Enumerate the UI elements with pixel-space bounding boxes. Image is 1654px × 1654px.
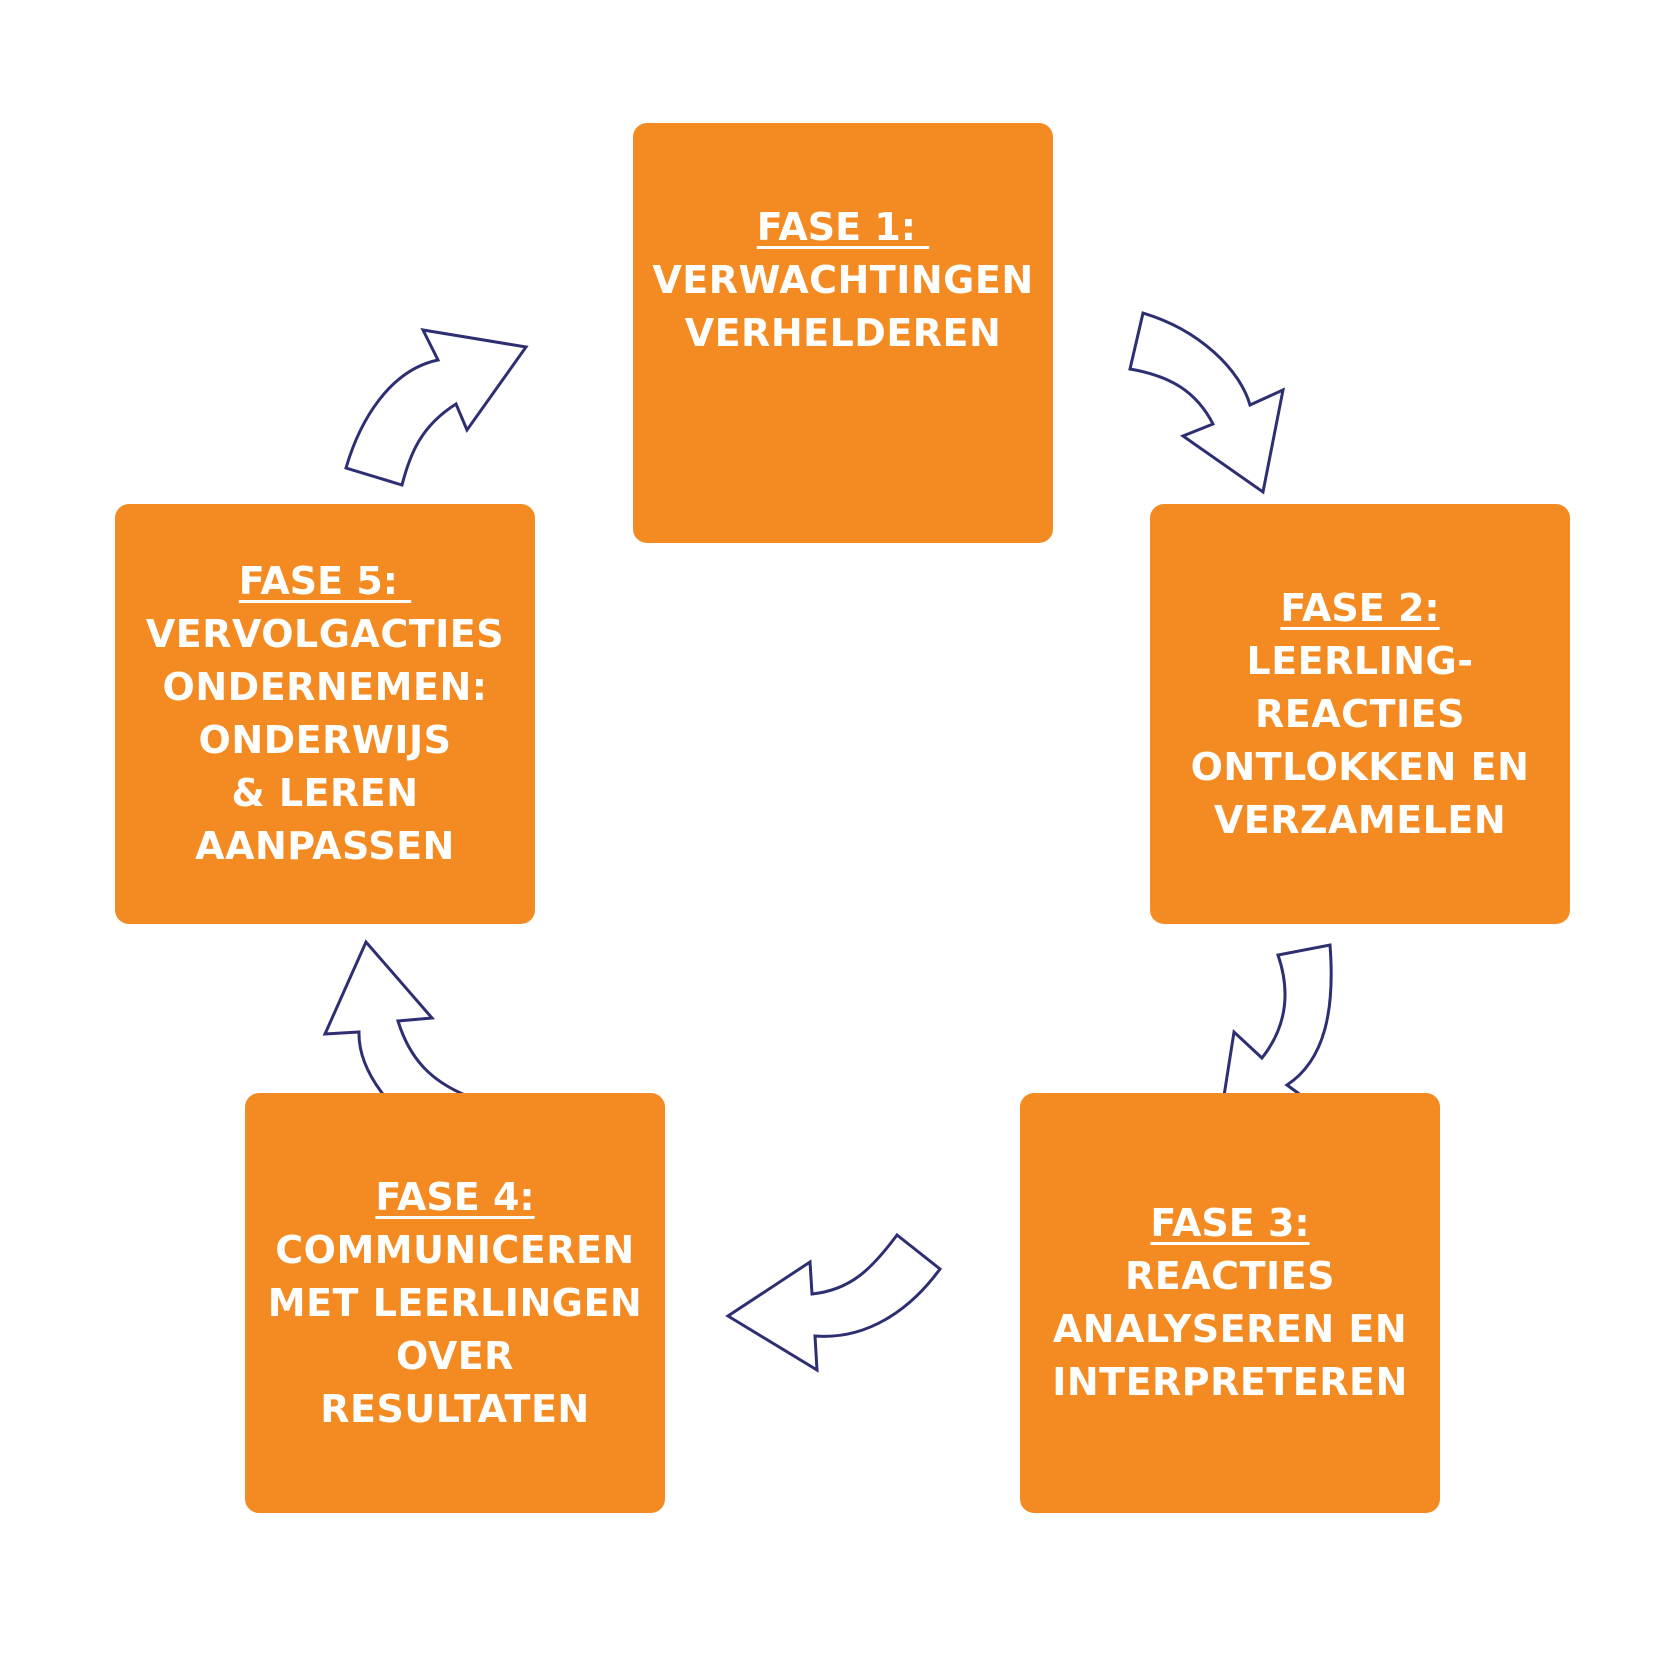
phase-1-line-1: VERWACHTINGEN [652, 257, 1034, 302]
phase-5-line-1: VERVOLGACTIES [145, 612, 505, 656]
phase-3-box: FASE 3: REACTIES ANALYSEREN EN INTERPRET… [1020, 1093, 1440, 1513]
arrow-phase3-to-phase4 [725, 1232, 943, 1373]
phase-3-line-3: INTERPRETEREN [1052, 1360, 1408, 1404]
phase-4-line-3: OVER [396, 1333, 514, 1378]
phase-2-line-4: VERZAMELEN [1213, 797, 1507, 842]
phase-5-line-2: ONDERNEMEN: [162, 665, 488, 709]
phase-1-title: FASE 1: [756, 204, 930, 249]
phase-5-line-3: ONDERWIJS [198, 718, 452, 762]
phase-4-line-1: COMMUNICEREN [275, 1227, 635, 1272]
phase-1-box: FASE 1: VERWACHTINGEN VERHELDEREN [633, 123, 1053, 543]
phase-2-title: FASE 2: [1280, 585, 1440, 630]
phase-2-line-3: ONTLOKKEN EN [1190, 744, 1530, 789]
phase-1-line-2: VERHELDEREN [684, 310, 1002, 355]
phase-3-line-2: ANALYSEREN EN [1052, 1307, 1408, 1351]
phase-5-line-5: AANPASSEN [195, 824, 455, 868]
phase-4-box: FASE 4: COMMUNICEREN MET LEERLINGEN OVER… [245, 1093, 665, 1513]
phase-5-line-4: & LEREN [231, 771, 419, 815]
phase-5-title: FASE 5: [238, 559, 412, 603]
phase-3-line-1: REACTIES [1125, 1254, 1335, 1298]
phase-4-line-4: RESULTATEN [320, 1386, 590, 1431]
phase-2-line-2: REACTIES [1255, 691, 1465, 736]
phase-5-box: FASE 5: VERVOLGACTIES ONDERNEMEN: ONDERW… [115, 504, 535, 924]
arrow-phase1-to-phase2 [1128, 311, 1286, 495]
arrow-phase5-to-phase1 [344, 328, 529, 487]
phase-4-line-2: MET LEERLINGEN [267, 1280, 643, 1325]
phase-2-line-1: LEERLING- [1246, 638, 1474, 683]
phase-4-title: FASE 4: [375, 1174, 535, 1219]
phase-2-box: FASE 2: LEERLING- REACTIES ONTLOKKEN EN … [1150, 504, 1570, 924]
phase-3-title: FASE 3: [1150, 1201, 1310, 1245]
